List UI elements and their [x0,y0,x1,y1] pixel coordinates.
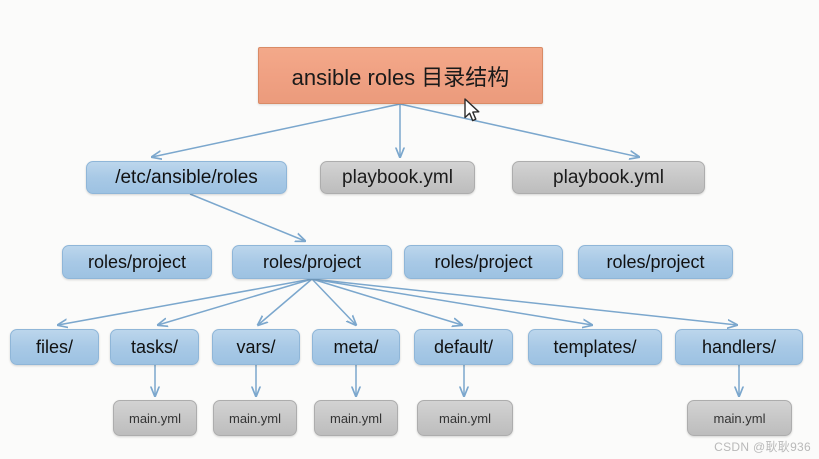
node-label: roles/project [606,251,705,272]
node-roles-project-2[interactable]: roles/project [232,245,392,279]
node-label: roles/project [87,251,187,272]
node-playbook-yml-2[interactable]: playbook.yml [320,161,475,194]
node-label: files/ [35,336,73,357]
node-roles-project-4[interactable]: roles/project [578,245,733,279]
node-main-yml-1[interactable]: main.yml [113,400,197,436]
node-label: main.yml [128,410,181,426]
node-label: main.yml [438,410,491,426]
node-label: main.yml [713,410,766,426]
watermark-text: CSDN @耿耿936 [714,440,811,454]
node-main-yml-3[interactable]: main.yml [314,400,398,436]
node-templates-6[interactable]: templates/ [528,329,662,365]
node-label: roles/project [262,251,362,272]
node-label: meta/ [333,336,379,357]
edge-roles/project-2-to-templates/ [311,278,592,325]
node-label: main.yml [228,410,281,426]
node-vars-3[interactable]: vars/ [212,329,300,365]
edge-title-to-playbook.yml-2 [399,103,639,157]
node-label: tasks/ [130,336,178,357]
node-default-5[interactable]: default/ [414,329,513,365]
node-label: playbook.yml [553,166,664,188]
diagram-title-node[interactable]: ansible roles 目录结构 [258,47,543,104]
node-label: templates/ [553,336,637,357]
node-label: main.yml [329,410,382,426]
node-main-yml-5[interactable]: main.yml [687,400,792,436]
edge-/etc/ansible/roles-to-roles/project-2 [189,193,305,241]
node-main-yml-2[interactable]: main.yml [213,400,297,436]
edge-roles/project-2-to-meta/ [311,278,356,325]
edge-roles/project-2-to-default/ [311,278,462,325]
node-label: playbook.yml [342,166,453,188]
edge-roles/project-2-to-vars/ [258,278,313,325]
node-label: /etc/ansible/roles [115,166,258,188]
node-handlers-7[interactable]: handlers/ [675,329,803,365]
edge-roles/project-2-to-handlers/ [311,278,737,325]
node-label: ansible roles 目录结构 [291,64,510,90]
node-meta-4[interactable]: meta/ [312,329,400,365]
node-etc-ansible-roles-1[interactable]: /etc/ansible/roles [86,161,287,194]
node-label: roles/project [434,251,533,272]
edge-roles/project-2-to-files/ [58,278,313,325]
node-roles-project-3[interactable]: roles/project [404,245,563,279]
node-tasks-2[interactable]: tasks/ [110,329,199,365]
node-label: handlers/ [701,336,777,357]
node-files-1[interactable]: files/ [10,329,99,365]
node-playbook-yml-3[interactable]: playbook.yml [512,161,705,194]
edge-title-to-/etc/ansible/roles [152,103,401,157]
node-label: default/ [433,336,494,357]
node-roles-project-1[interactable]: roles/project [62,245,212,279]
node-main-yml-4[interactable]: main.yml [417,400,513,436]
edge-roles/project-2-to-tasks/ [158,278,313,325]
node-label: vars/ [236,336,276,357]
